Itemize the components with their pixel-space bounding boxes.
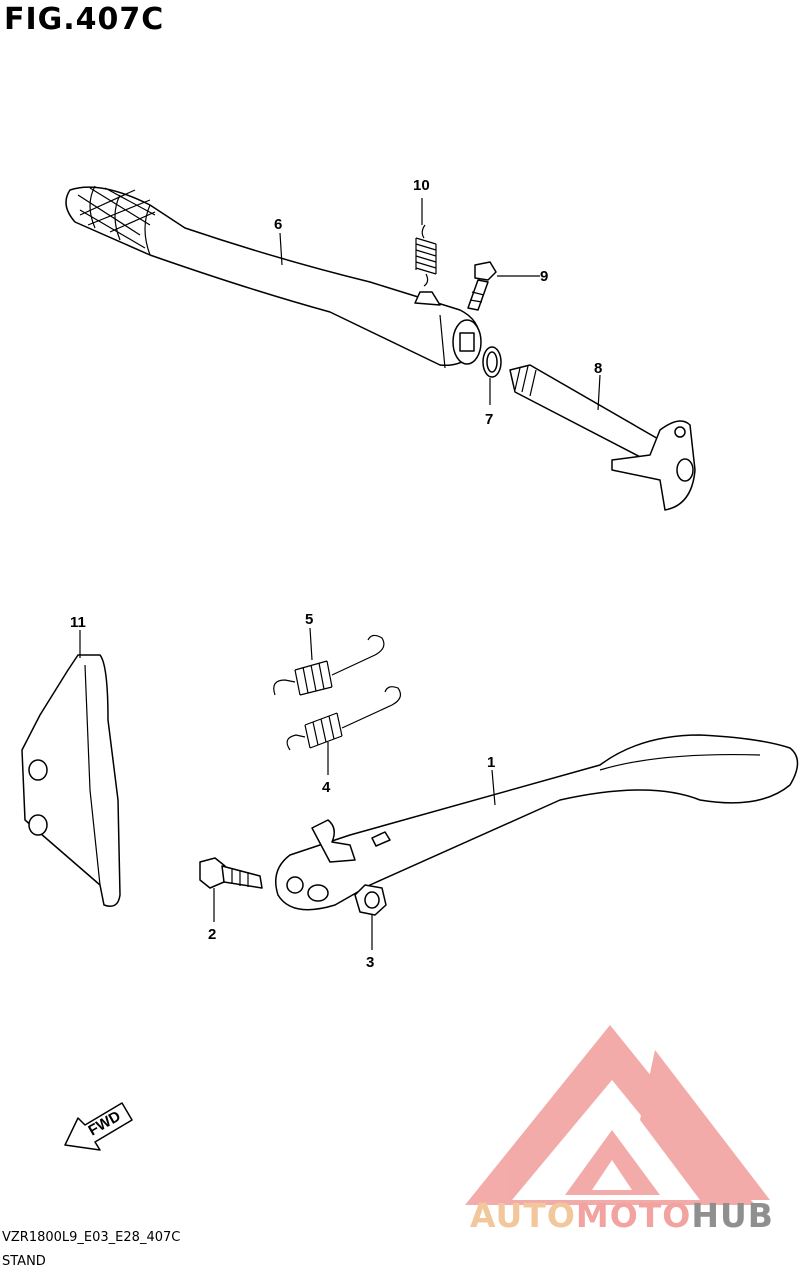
part-bolt-9[interactable] [467,261,497,311]
part-spring-5[interactable] [273,634,385,696]
part-shaft-bracket[interactable] [509,364,696,511]
part-stand-arm[interactable] [65,185,482,369]
part-nut-3[interactable] [354,884,387,916]
figure-title: FIG.407C [4,2,165,37]
part-spring-4[interactable] [286,686,402,751]
figure-code: VZR1800L9_E03_E28_407C [2,1230,181,1245]
callout-6: 6 [274,216,282,233]
callout-10: 10 [413,177,430,194]
callout-8: 8 [594,360,602,377]
watermark-auto: AUTO [470,1196,576,1235]
part-side-stand[interactable] [275,734,799,911]
callout-1: 1 [487,754,495,771]
callout-4: 4 [322,779,331,796]
watermark-moto: MOTO [575,1196,692,1235]
part-washer-7[interactable] [482,346,502,378]
callout-7: 7 [485,411,493,428]
callout-2: 2 [208,926,216,943]
callout-11: 11 [70,614,86,631]
part-spring-10[interactable] [415,224,437,287]
callout-5: 5 [305,611,313,628]
figure-name: STAND [2,1254,46,1269]
watermark-text: AUTOMOTOHUB [470,1196,774,1235]
watermark-hub: HUB [691,1196,774,1235]
watermark-logo-icon [465,1025,770,1205]
callout-leaders [79,198,601,950]
fwd-arrow-icon: FWD [64,1102,133,1151]
part-bolt-2[interactable] [199,857,263,889]
callout-9: 9 [540,268,548,285]
part-plate-11[interactable] [21,654,121,907]
callout-3: 3 [366,954,374,971]
